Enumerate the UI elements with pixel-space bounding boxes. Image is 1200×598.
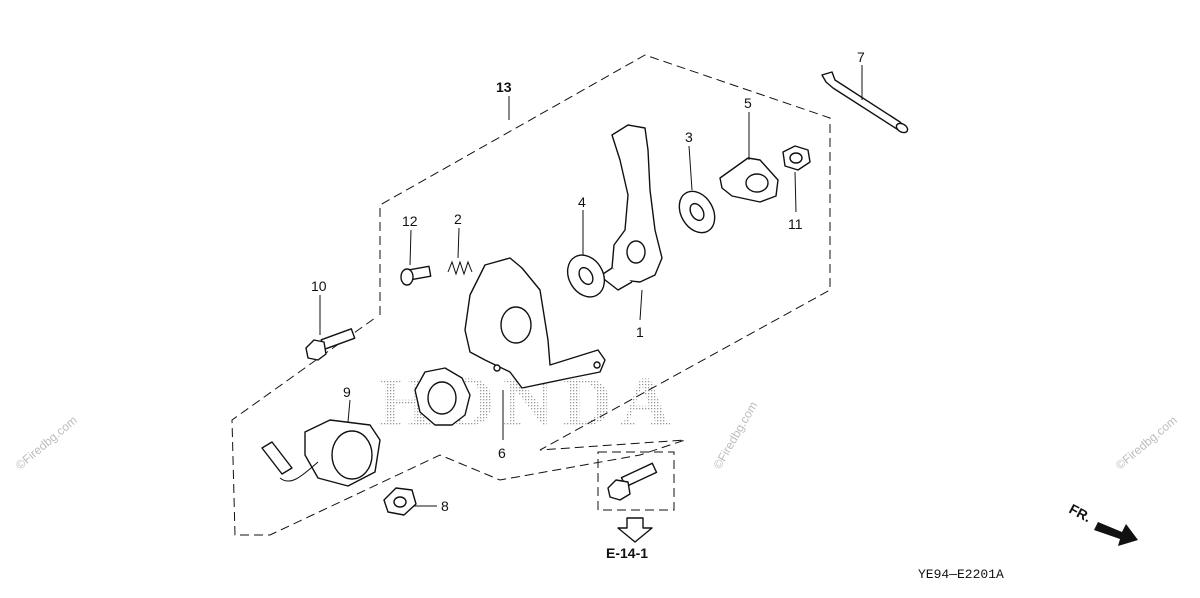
spring-part <box>447 260 473 276</box>
part-label-9: 9 <box>343 384 351 400</box>
sensor-unit-part <box>261 419 381 487</box>
part-label-12: 12 <box>402 213 418 229</box>
diagram-code: YE94—E2201A <box>918 567 1004 582</box>
leader-lines <box>319 65 863 507</box>
bracket-part <box>464 257 606 389</box>
part-label-3: 3 <box>685 129 693 145</box>
part-label-1: 1 <box>636 324 644 340</box>
lever-arm-part <box>599 124 663 291</box>
part-label-4: 4 <box>578 194 586 210</box>
wire-rod-part <box>821 71 909 134</box>
site-watermark-left: ©Firedbg.com <box>13 413 80 472</box>
part-labels: 13 7 5 3 11 4 1 12 2 10 9 6 8 <box>311 49 865 514</box>
small-bolt-part <box>400 265 432 286</box>
reference-box <box>597 451 675 511</box>
reference-label: E-14-1 <box>606 545 648 561</box>
part-label-11: 11 <box>788 216 803 232</box>
assembly-boundary-upper <box>231 54 831 536</box>
part-label-10: 10 <box>311 278 327 294</box>
part-label-6: 6 <box>498 445 506 461</box>
plate-part <box>719 157 779 203</box>
front-direction-arrow-icon <box>1094 522 1138 546</box>
part-label-5: 5 <box>744 95 752 111</box>
washer-part-3 <box>678 190 716 234</box>
washer-part-4 <box>566 254 606 298</box>
reference-bolt-part <box>607 462 658 501</box>
site-watermark-center: ©Firedbg.com <box>710 399 760 471</box>
flange-bolt-part <box>305 328 356 361</box>
gear-part <box>414 367 471 426</box>
front-direction-label: FR. <box>1067 501 1094 526</box>
nut-part <box>782 145 811 171</box>
part-label-13: 13 <box>496 79 512 95</box>
reference-arrow-icon <box>617 517 653 543</box>
part-label-7: 7 <box>857 49 865 65</box>
part-label-2: 2 <box>454 211 462 227</box>
clamp-part <box>383 487 417 516</box>
part-label-8: 8 <box>441 498 449 514</box>
site-watermark-right: ©Firedbg.com <box>1113 413 1180 472</box>
